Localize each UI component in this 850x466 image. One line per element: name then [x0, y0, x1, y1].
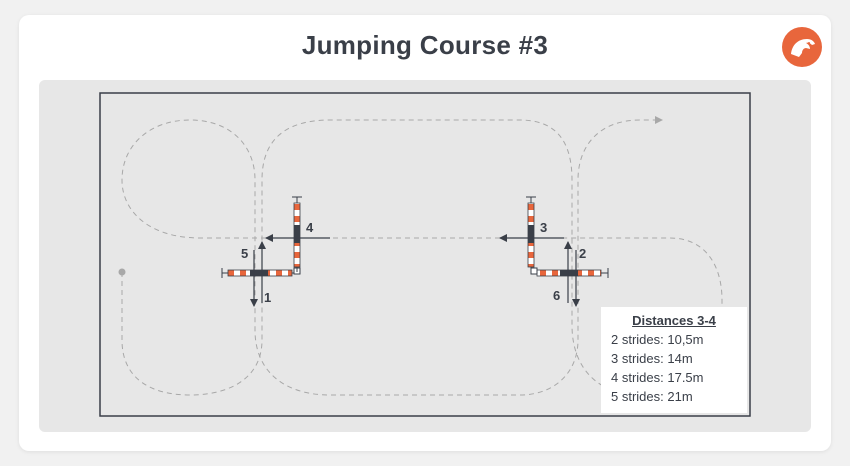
jump-label-1: 1	[264, 290, 271, 305]
jump-2-6	[530, 267, 609, 278]
jump-1-5	[221, 267, 301, 278]
arena-fence	[99, 92, 751, 417]
legend-row: 4 strides: 17.5m	[611, 370, 704, 385]
jump-label-6: 6	[553, 288, 560, 303]
jump-3	[526, 196, 536, 272]
jump-label-3: 3	[540, 220, 547, 235]
legend-row: 2 strides: 10,5m	[611, 332, 704, 347]
legend-row: 3 strides: 14m	[611, 351, 693, 366]
jump-label-2: 2	[579, 246, 586, 261]
horse-head-logo-icon	[782, 27, 822, 67]
distances-legend: Distances 3-4 2 strides: 10,5m 3 strides…	[601, 307, 747, 413]
start-point	[118, 268, 126, 276]
legend-title: Distances 3-4	[632, 313, 716, 328]
jump-label-5: 5	[241, 246, 248, 261]
page-title: Jumping Course #3	[301, 30, 549, 60]
legend-row: 5 strides: 21m	[611, 389, 693, 404]
jump-4	[292, 196, 302, 272]
jump-label-4: 4	[306, 220, 314, 235]
